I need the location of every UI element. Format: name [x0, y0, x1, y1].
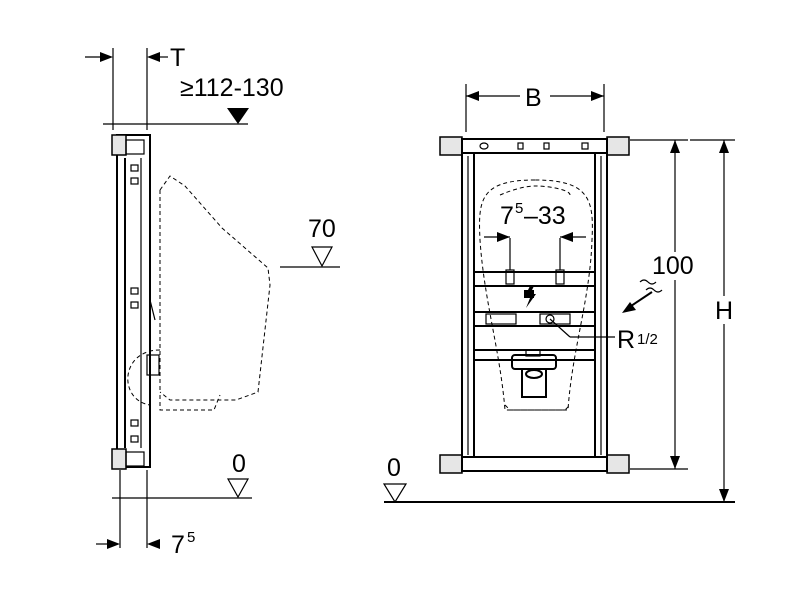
dim-depth-label: ≥112-130	[180, 74, 284, 102]
dim-offset: 7 5	[96, 529, 195, 559]
drain	[511, 349, 557, 398]
dim-height-70: 70	[280, 215, 340, 268]
frame-side	[111, 134, 160, 470]
dim-b: B	[465, 84, 605, 132]
dim-100: 100	[630, 139, 698, 470]
dim-depth: ≥112-130	[103, 74, 284, 125]
side-view: T ≥112-130	[85, 44, 340, 559]
dim-range-label: 7	[500, 202, 514, 230]
level-triangle-icon	[226, 478, 250, 499]
thread-r-label: R	[617, 326, 635, 354]
dim-h-label: H	[715, 297, 733, 325]
foot-top-left	[439, 136, 463, 156]
dim-zero-side-label: 0	[232, 450, 246, 478]
foot-top-right	[606, 136, 630, 156]
dim-zero-side: 0	[112, 450, 252, 548]
dim-offset-sup: 5	[187, 529, 195, 546]
thread-r-sup: 1/2	[637, 331, 658, 348]
front-view: B	[382, 84, 738, 504]
dim-b-label: B	[525, 84, 542, 112]
dim-zero-front: 0	[382, 454, 735, 504]
dim-offset-label: 7	[171, 531, 185, 559]
frame-front	[439, 136, 630, 474]
dim-t-label: T	[170, 44, 185, 72]
dim-zero-front-label: 0	[387, 454, 401, 482]
dim-t: T	[85, 44, 185, 130]
thread-label: R 1/2	[549, 318, 658, 354]
urinal-side-outline	[127, 175, 271, 411]
foot-bottom-left	[439, 454, 463, 474]
water-inlet-icon	[622, 279, 663, 313]
dim-h: H	[690, 139, 738, 502]
foot-bottom-right	[606, 454, 630, 474]
dim-range: 7 5 –33	[484, 198, 586, 242]
level-triangle-icon	[382, 483, 408, 504]
level-triangle-icon	[311, 246, 333, 268]
electric-bolt-icon	[524, 286, 536, 308]
urinal-front-outline	[479, 179, 593, 411]
dim-range-sup: 5	[515, 200, 523, 217]
level-triangle-icon	[227, 108, 249, 124]
dim-100-label: 100	[652, 252, 694, 280]
dim-70-label: 70	[308, 215, 336, 243]
dim-range-rest: –33	[524, 202, 566, 230]
